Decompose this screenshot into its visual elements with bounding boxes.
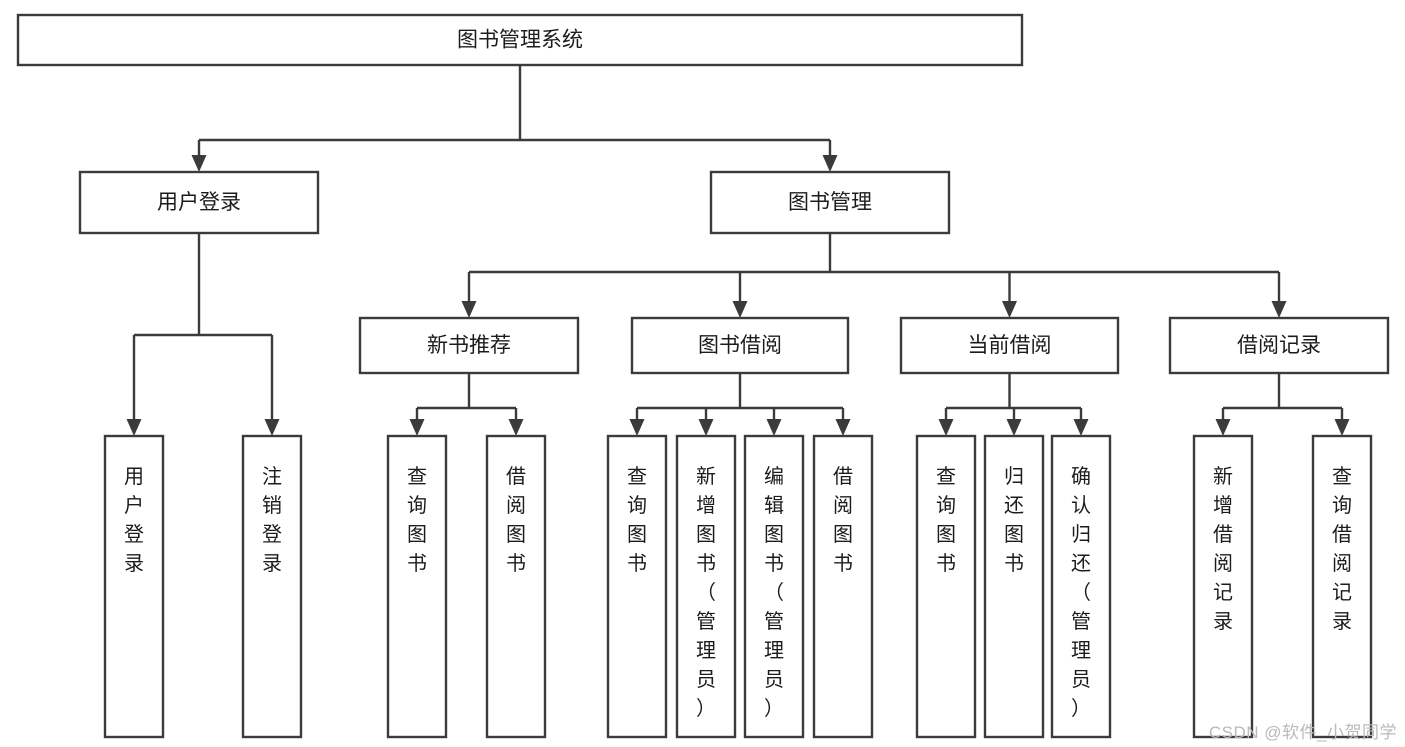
node-leaf-return-book[interactable]: 归还图书 <box>983 434 1045 739</box>
node-box-leaf-edit-book <box>743 434 805 739</box>
node-user-login[interactable]: 用户登录 <box>78 170 320 235</box>
node-label-leaf-add-record: 新增借阅记录 <box>1213 465 1233 633</box>
node-label-book-manage: 图书管理 <box>788 191 872 214</box>
node-leaf-confirm-return[interactable]: 确认归还（管理员） <box>1050 434 1112 739</box>
node-label-leaf-return-book: 归还图书 <box>1004 465 1024 575</box>
node-leaf-query-book-3[interactable]: 查询图书 <box>915 434 977 739</box>
node-label-leaf-query-book-2: 查询图书 <box>627 465 647 575</box>
node-leaf-add-record[interactable]: 新增借阅记录 <box>1192 434 1254 739</box>
node-box-leaf-add-record <box>1192 434 1254 739</box>
node-book-manage[interactable]: 图书管理 <box>709 170 951 235</box>
node-leaf-borrow-book-2[interactable]: 借阅图书 <box>812 434 874 739</box>
node-label-leaf-confirm-return: 确认归还（管理员） <box>1071 465 1091 720</box>
node-label-leaf-user-login: 用户登录 <box>124 466 144 575</box>
node-box-leaf-confirm-return <box>1050 434 1112 739</box>
node-leaf-query-book-2[interactable]: 查询图书 <box>606 434 668 739</box>
node-label-leaf-logout: 注销登录 <box>262 465 282 575</box>
node-leaf-query-book-1[interactable]: 查询图书 <box>386 434 448 739</box>
node-leaf-user-login[interactable]: 用户登录 <box>103 434 165 739</box>
connector-layer <box>126 65 1350 436</box>
node-box-book-borrow <box>630 316 850 375</box>
node-leaf-borrow-book-1[interactable]: 借阅图书 <box>485 434 547 739</box>
node-box-leaf-query-book-3 <box>915 434 977 739</box>
node-label-leaf-add-book: 新增图书（管理员） <box>696 465 716 720</box>
csdn-watermark: CSDN @软件_小贺同学 <box>1208 723 1397 742</box>
node-box-leaf-borrow-book-1 <box>485 434 547 739</box>
node-label-leaf-query-record: 查询借阅记录 <box>1332 465 1352 633</box>
node-box-leaf-query-record <box>1311 434 1373 739</box>
node-box-leaf-logout <box>241 434 303 739</box>
node-box-leaf-borrow-book-2 <box>812 434 874 739</box>
node-box-leaf-user-login <box>103 434 165 739</box>
node-box-leaf-return-book <box>983 434 1045 739</box>
node-label-root: 图书管理系统 <box>457 29 583 52</box>
node-box-leaf-add-book <box>675 434 737 739</box>
node-label-leaf-query-book-1: 查询图书 <box>407 465 427 575</box>
node-label-book-borrow: 图书借阅 <box>698 334 782 357</box>
node-label-leaf-query-book-3: 查询图书 <box>936 465 956 575</box>
node-new-book-recommend[interactable]: 新书推荐 <box>358 316 580 375</box>
node-label-current-borrow: 当前借阅 <box>968 334 1052 357</box>
node-root[interactable]: 图书管理系统 <box>16 13 1024 67</box>
node-leaf-query-record[interactable]: 查询借阅记录 <box>1311 434 1373 739</box>
node-label-borrow-record: 借阅记录 <box>1237 334 1321 357</box>
node-box-current-borrow <box>899 316 1120 375</box>
node-label-user-login: 用户登录 <box>157 191 241 214</box>
node-book-borrow[interactable]: 图书借阅 <box>630 316 850 375</box>
node-label-leaf-borrow-book-2: 借阅图书 <box>833 465 853 575</box>
node-box-book-manage <box>709 170 951 235</box>
node-box-leaf-query-book-2 <box>606 434 668 739</box>
node-leaf-edit-book[interactable]: 编辑图书（管理员） <box>743 434 805 739</box>
node-leaf-add-book[interactable]: 新增图书（管理员） <box>675 434 737 739</box>
node-leaf-logout[interactable]: 注销登录 <box>241 434 303 739</box>
node-label-leaf-edit-book: 编辑图书（管理员） <box>764 465 784 720</box>
node-box-user-login <box>78 170 320 235</box>
node-borrow-record[interactable]: 借阅记录 <box>1168 316 1390 375</box>
node-box-leaf-query-book-1 <box>386 434 448 739</box>
node-box-new-book-recommend <box>358 316 580 375</box>
node-label-leaf-borrow-book-1: 借阅图书 <box>506 465 526 575</box>
node-current-borrow[interactable]: 当前借阅 <box>899 316 1120 375</box>
node-box-root <box>16 13 1024 67</box>
node-label-new-book-recommend: 新书推荐 <box>427 334 511 357</box>
node-box-borrow-record <box>1168 316 1390 375</box>
node-layer: 图书管理系统用户登录图书管理新书推荐图书借阅当前借阅借阅记录用户登录注销登录查询… <box>16 13 1390 739</box>
